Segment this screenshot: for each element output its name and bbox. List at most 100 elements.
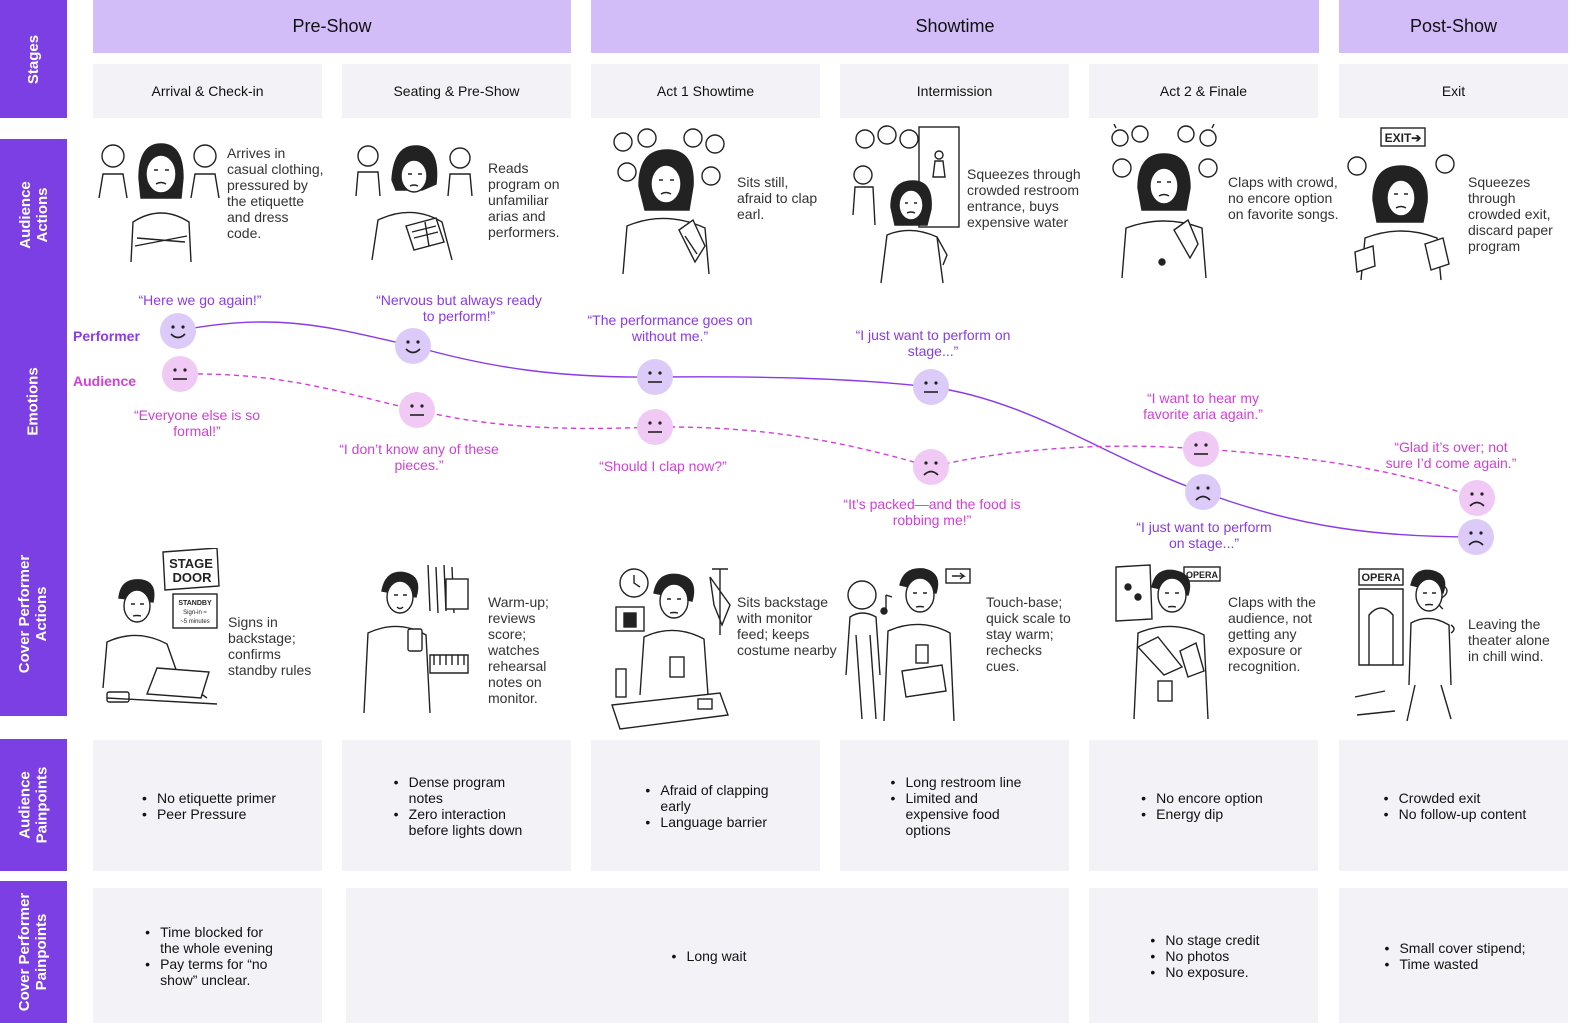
audience-act1-illustration [613, 128, 725, 275]
audience-emotion-face [399, 392, 435, 428]
text-line: performers. [488, 224, 560, 240]
text-line: favorite aria again.” [1143, 406, 1263, 422]
text-line: score; [488, 626, 527, 642]
exit-sign-text: EXIT➔ [1385, 131, 1422, 145]
cover-arrival-illustration: STAGE DOOR STANDBY Sign-in ≈ ~5 minutes [102, 548, 220, 705]
text-line: discard paper [1468, 222, 1553, 238]
performer-quote-arrival: “Here we go again!” [85, 292, 315, 308]
audience-emotion-face [637, 409, 673, 445]
stage-sign-line: DOOR [173, 570, 213, 585]
painpoint-list: Small cover stipend; Time wasted [1381, 940, 1525, 972]
painpoint-item: Small cover stipend; [1384, 940, 1525, 956]
painpoint-item: No photos [1150, 948, 1259, 964]
text-line: the whole evening [160, 939, 273, 956]
text-line: Sits backstage [737, 594, 829, 610]
text-line: Squeezes [1468, 174, 1531, 190]
text-line: casual clothing, [227, 161, 324, 177]
text-line: expensive water [967, 214, 1069, 230]
text-line: No stage credit [1165, 931, 1260, 948]
cover-seating-illustration [363, 564, 469, 714]
text-line: and dress [227, 209, 289, 225]
text-line: recognition. [1228, 658, 1301, 674]
audience-emotion-face [162, 356, 198, 392]
performer-emotion-face [637, 359, 673, 395]
audience-arrival-illustration [98, 143, 220, 263]
painpoint-list: Crowded exit No follow-up content [1381, 790, 1527, 822]
text-line: show” unclear. [160, 971, 251, 988]
text-line: audience, not [1228, 610, 1313, 626]
text-line: on favorite songs. [1228, 206, 1339, 222]
text-line: getting any [1228, 626, 1297, 642]
text-line: pieces.” [394, 457, 444, 473]
text-line: sure I’d come again.” [1385, 455, 1517, 471]
cover-act2-illustration: OPERA [1115, 564, 1221, 720]
text-line: notes [408, 789, 443, 806]
audience-exit-illustration: EXIT➔ [1347, 127, 1455, 281]
text-line: “Nervous but always ready [376, 292, 542, 308]
text-line: Time blocked for [160, 923, 264, 940]
text-line: arias and [488, 208, 546, 224]
painpoint-item: Peer Pressure [142, 805, 276, 822]
face-icon [170, 325, 186, 339]
painpoint-item: No stage credit [1150, 931, 1260, 948]
performer-emotion-face [1458, 519, 1494, 555]
text-line: early [660, 797, 691, 814]
text-line: Energy dip [1156, 805, 1224, 822]
text-line: “I just want to perform on [855, 327, 1011, 343]
audience-painpoint-intermission: Long restroom line Limited andexpensive … [840, 740, 1069, 871]
text-line: No follow-up content [1398, 805, 1527, 822]
audience-emotion-line [179, 373, 1478, 499]
text-line: feed; keeps [737, 626, 810, 642]
text-line: monitor. [488, 690, 538, 706]
text-line: Claps with crowd, [1228, 174, 1338, 190]
cover-painpoint-postshow: Small cover stipend; Time wasted [1339, 888, 1568, 1023]
text-line: stay warm; [986, 626, 1054, 642]
text-line: Touch-base; [986, 594, 1063, 610]
standby-sign-line: ~5 minutes [180, 619, 210, 625]
text-line: with monitor [737, 610, 813, 626]
text-line: to perform!” [422, 308, 496, 324]
text-line: rehearsal [488, 658, 547, 674]
painpoint-item: Long wait [672, 948, 747, 964]
text-line: “Glad it’s over; not [1394, 439, 1508, 455]
audience-seating-illustration [355, 145, 473, 261]
text-line: Sits still, [737, 174, 789, 190]
text-line: backstage; [228, 630, 296, 646]
text-line: Peer Pressure [156, 805, 247, 822]
standby-sign-line: Sign-in ≈ [183, 610, 207, 616]
painpoint-list: No stage credit No photos No exposure. [1147, 932, 1259, 980]
text-line: notes on [488, 674, 542, 690]
text-line: exposure or [1228, 642, 1302, 658]
text-line: costume nearby [737, 642, 837, 658]
text-line: theater alone [1468, 632, 1550, 648]
text-line: in chill wind. [1468, 648, 1544, 664]
stage-sign-line: STAGE [169, 556, 213, 571]
text-line: Zero interaction [408, 805, 506, 822]
text-line: confirms [228, 646, 281, 662]
row-label-emotions: Emotions [0, 290, 67, 512]
text-line: standby rules [228, 662, 312, 678]
cover-painpoint-showtime: Long wait [346, 888, 1069, 1023]
face-icon [1469, 492, 1485, 507]
text-line: Pay terms for “no [160, 955, 268, 972]
text-line: No encore option [1156, 789, 1263, 806]
text-line: crowded restroom [967, 182, 1080, 198]
text-line: Limited and [905, 789, 978, 806]
substage-exit: Exit [1339, 64, 1568, 118]
